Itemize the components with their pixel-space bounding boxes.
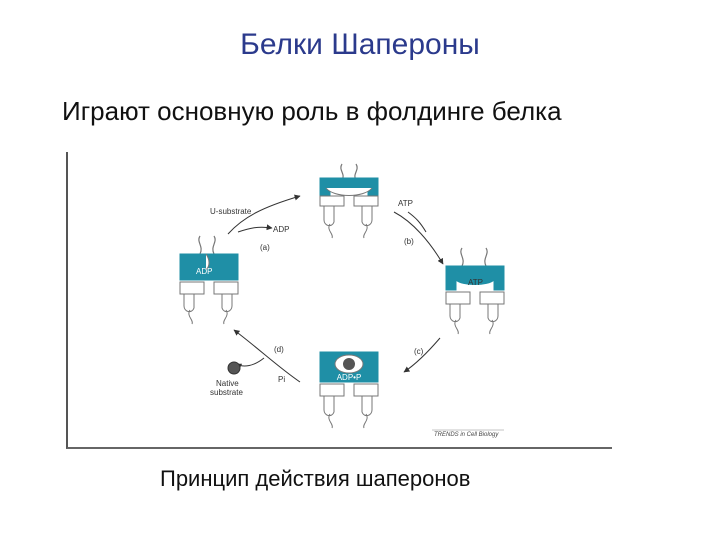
label-unfolded-substrate: U-substrate [210,207,252,216]
label-step-d: (d) [274,345,284,354]
label-step-b: (b) [404,237,414,246]
state-right-label: ATP [468,278,483,287]
chaperone-right: ATP [445,247,505,335]
label-step-c: (c) [414,347,424,356]
figure-credit: TRENDS in Cell Biology [434,432,499,438]
native-substrate-ball [227,361,241,375]
arrow-c: (c) [403,337,441,373]
figure-caption: Принцип действия шаперонов [160,466,471,491]
label-native-line1: Native [216,379,239,388]
chaperone-top [319,163,379,239]
label-step-a: (a) [260,243,270,252]
label-adp-top: ADP [273,225,289,234]
arrow-b: ATP (b) [393,199,444,265]
substrate-ball-inside [343,358,355,370]
chaperone-left: ADP [179,235,239,325]
chaperone-cycle-diagram: ADP ATP ADP•P U-substrate ADP [179,163,505,438]
arrow-a: U-substrate ADP (a) [210,194,301,252]
label-native-line2: substrate [210,388,243,397]
state-bottom-label: ADP•P [337,373,362,382]
label-pi: Pi [278,375,285,384]
arrow-d: (d) Pi Native substrate [210,329,301,397]
chaperone-bottom: ADP•P [319,351,379,429]
slide-subtitle: Играют основную роль в фолдинге белка [62,96,562,126]
slide-title: Белки Шапероны [240,28,480,61]
state-left-label: ADP [196,267,212,276]
chaperone-cycle-figure: ADP ATP ADP•P U-substrate ADP [66,152,612,449]
label-atp-right: ATP [398,199,413,208]
